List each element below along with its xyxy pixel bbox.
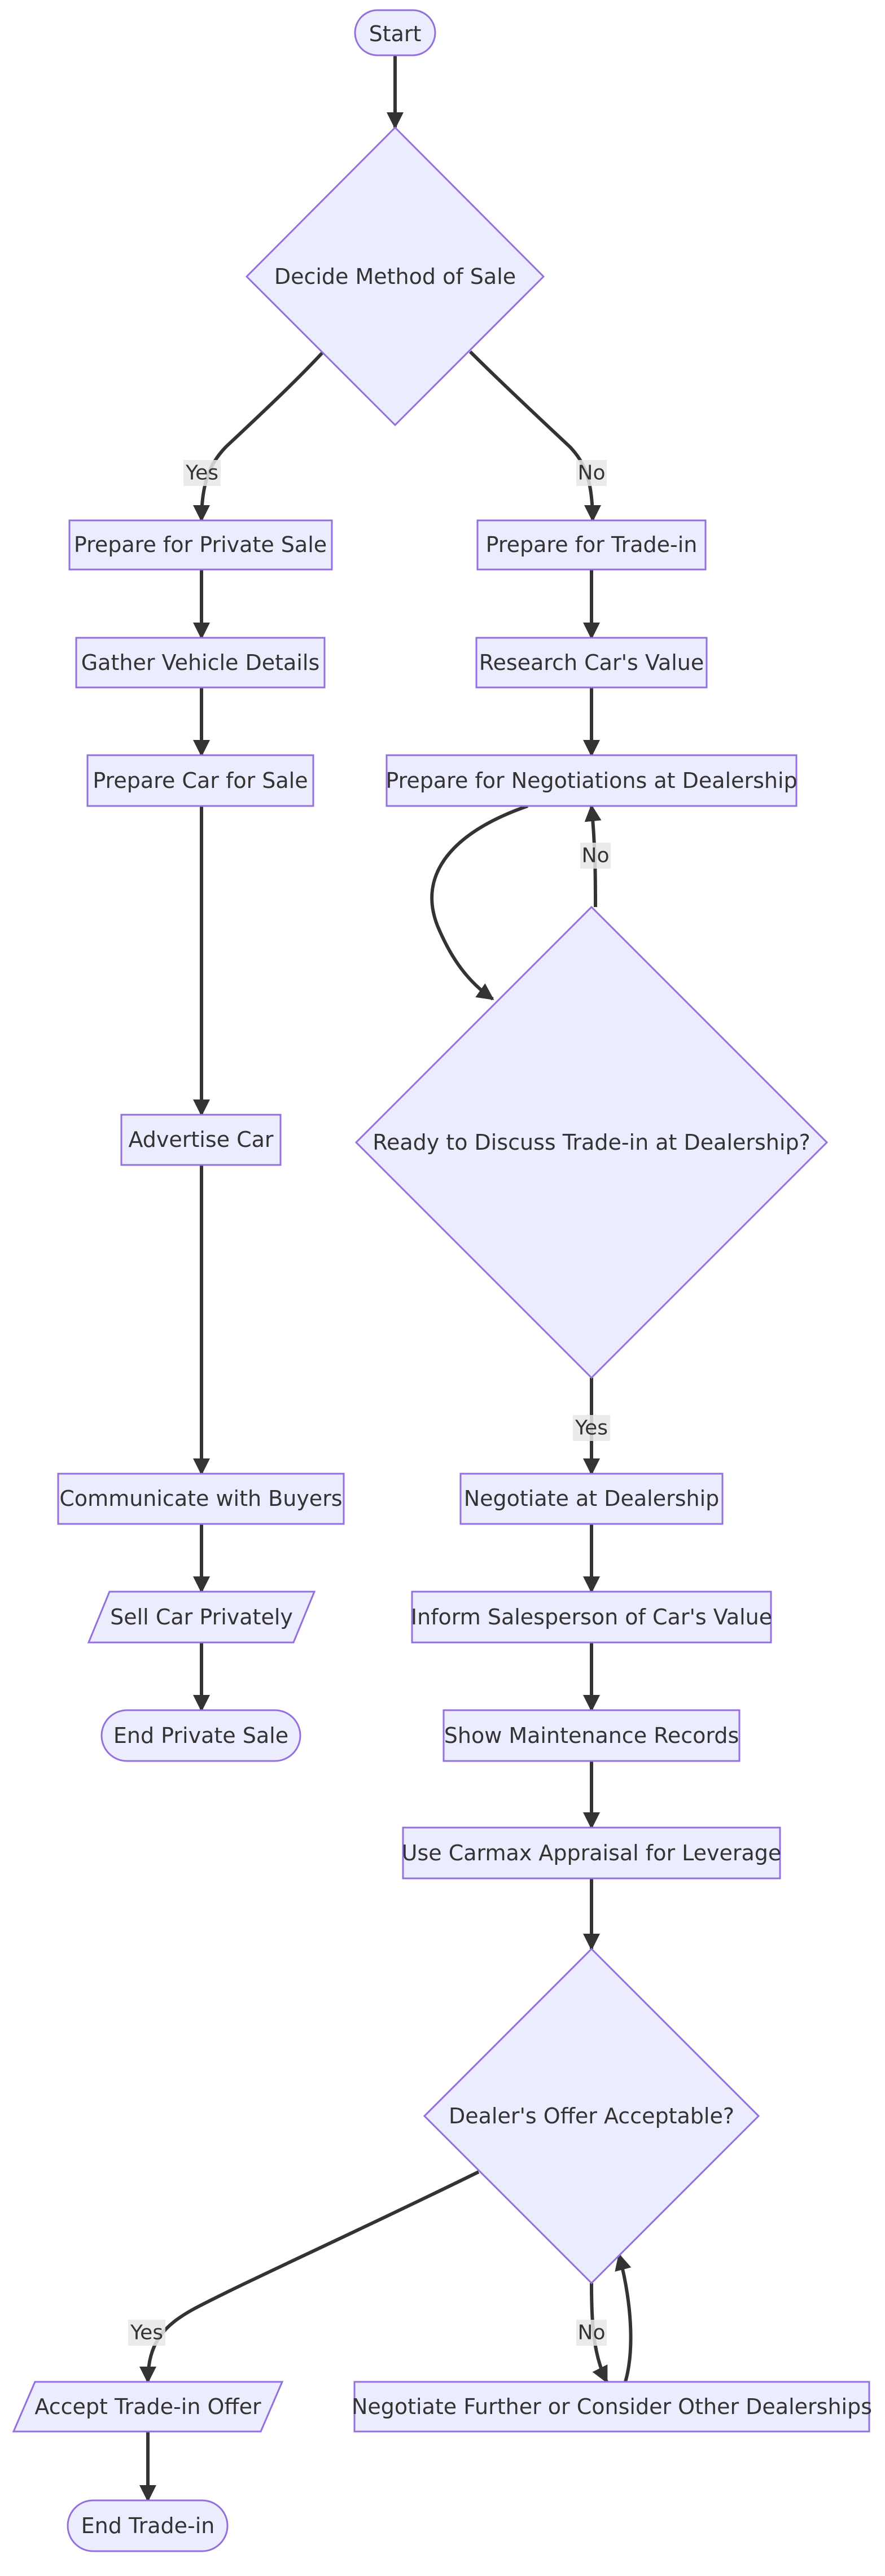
edge-label-background: [580, 843, 611, 869]
process-box-shape: [459, 1473, 724, 1525]
edge-label-ready-yes: Yes: [573, 1415, 610, 1441]
process-box-shape: [385, 754, 798, 807]
decision-diamond-shape: [354, 905, 829, 1379]
node-accept-offer[interactable]: Accept Trade-in Offer: [12, 2381, 284, 2433]
process-box-shape: [475, 637, 708, 689]
parallelogram-shape: [87, 1591, 316, 1644]
node-label: Sell Car Privately: [110, 1605, 293, 1629]
edge-label-method-yes: Yes: [183, 460, 221, 486]
node-label: Start: [369, 21, 422, 46]
node-inform-salesperson[interactable]: Inform Salesperson of Car's Value: [411, 1591, 772, 1644]
end-terminal-shape: [67, 2499, 229, 2552]
edge-decide-no-tradein: [468, 350, 601, 522]
node-show-records[interactable]: Show Maintenance Records: [442, 1709, 741, 1762]
node-label: Prepare for Trade-in: [486, 532, 698, 557]
edge-label-text: No: [582, 844, 610, 868]
decision-diamond-shape: [245, 126, 545, 427]
edge-label-background: [183, 460, 221, 486]
node-prep-tradein[interactable]: Prepare for Trade-in: [476, 519, 707, 571]
node-label: End Private Sale: [113, 1723, 288, 1748]
process-box-shape: [411, 1591, 772, 1644]
process-box-shape: [402, 1826, 781, 1880]
process-box-shape: [75, 637, 326, 689]
edge-label-text: No: [578, 462, 606, 485]
node-decide-method[interactable]: Decide Method of Sale: [245, 126, 545, 427]
node-ready-discuss[interactable]: Ready to Discuss Trade-in at Dealership?: [354, 905, 829, 1379]
edge-label-offer-yes: Yes: [128, 2320, 165, 2346]
node-label: Inform Salesperson of Car's Value: [411, 1605, 772, 1629]
process-box-shape: [442, 1709, 741, 1762]
node-end-private[interactable]: End Private Sale: [100, 1709, 301, 1762]
node-label: Dealer's Offer Acceptable?: [449, 2104, 734, 2128]
process-box-shape: [120, 1114, 282, 1166]
process-box-shape: [86, 754, 314, 807]
node-prep-car[interactable]: Prepare Car for Sale: [86, 754, 314, 807]
process-box-shape: [57, 1473, 345, 1525]
edge-label-background: [128, 2320, 165, 2346]
node-label: Advertise Car: [128, 1127, 273, 1152]
node-label: Ready to Discuss Trade-in at Dealership?: [373, 1130, 810, 1155]
node-communicate[interactable]: Communicate with Buyers: [57, 1473, 345, 1525]
node-label: Decide Method of Sale: [274, 264, 516, 289]
node-research-value[interactable]: Research Car's Value: [475, 637, 708, 689]
edge-label-method-no: No: [576, 460, 607, 486]
node-advertise[interactable]: Advertise Car: [120, 1114, 282, 1166]
parallelogram-shape: [12, 2381, 284, 2433]
node-negotiate-dealer[interactable]: Negotiate at Dealership: [459, 1473, 724, 1525]
node-label: Accept Trade-in Offer: [34, 2394, 261, 2419]
node-label: Research Car's Value: [479, 650, 704, 675]
edge-label-text: No: [578, 2321, 606, 2345]
node-label: End Trade-in: [81, 2513, 215, 2538]
edge-label-offer-no: No: [576, 2320, 607, 2346]
node-label: Show Maintenance Records: [444, 1723, 739, 1748]
nodes: Start Decide Method of Sale Prepare for …: [12, 9, 872, 2552]
start-terminal-shape: [354, 9, 436, 56]
node-label: Prepare for Private Sale: [74, 532, 327, 557]
edge-decide-yes-private: [193, 350, 325, 522]
node-negotiate-further[interactable]: Negotiate Further or Consider Other Deal…: [352, 2381, 872, 2433]
edge-prepneg-to-ready: [430, 804, 528, 1001]
node-prep-negotiations[interactable]: Prepare for Negotiations at Dealership: [385, 754, 798, 807]
edge-label-text: Yes: [185, 462, 218, 485]
node-label: Use Carmax Appraisal for Leverage: [402, 1841, 782, 1865]
edge-label-background: [576, 460, 607, 486]
node-label: Gather Vehicle Details: [81, 650, 320, 675]
process-box-shape: [68, 519, 333, 571]
edge-label-background: [576, 2320, 607, 2346]
edge-label-ready-no: No: [580, 843, 611, 869]
node-sell-privately[interactable]: Sell Car Privately: [87, 1591, 316, 1644]
node-label: Negotiate Further or Consider Other Deal…: [352, 2394, 872, 2419]
end-terminal-shape: [100, 1709, 301, 1762]
node-end-tradein[interactable]: End Trade-in: [67, 2499, 229, 2552]
node-prep-private[interactable]: Prepare for Private Sale: [68, 519, 333, 571]
node-label: Communicate with Buyers: [59, 1486, 342, 1511]
decision-diamond-shape: [423, 1947, 760, 2285]
edge-labels: Yes No No Yes Yes No: [128, 460, 611, 2346]
edge-negotiate-back-offer: [615, 2253, 633, 2382]
node-gather-details[interactable]: Gather Vehicle Details: [75, 637, 326, 689]
process-box-shape: [353, 2381, 870, 2433]
node-label: Prepare Car for Sale: [93, 768, 308, 793]
process-box-shape: [476, 519, 707, 571]
node-label: Prepare for Negotiations at Dealership: [385, 768, 797, 793]
node-start[interactable]: Start: [354, 9, 436, 56]
node-label: Negotiate at Dealership: [464, 1486, 720, 1511]
edge-label-background: [573, 1415, 610, 1441]
node-offer-acceptable[interactable]: Dealer's Offer Acceptable?: [423, 1947, 760, 2285]
edge-label-text: Yes: [575, 1417, 608, 1440]
node-use-carmax[interactable]: Use Carmax Appraisal for Leverage: [402, 1826, 782, 1880]
edge-offer-yes-accept: [139, 2170, 480, 2384]
edge-label-text: Yes: [130, 2321, 163, 2345]
